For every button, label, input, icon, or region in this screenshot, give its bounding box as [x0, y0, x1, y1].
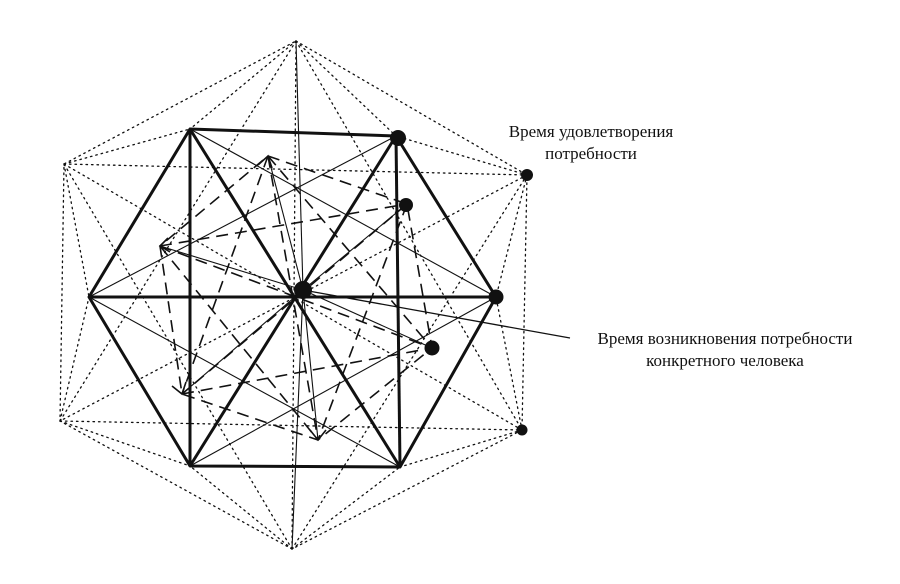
label-satisfaction-time: Время удовлетворения потребности	[478, 121, 704, 165]
thin-solid-spokes	[88, 40, 497, 550]
label-emergence-time: Время возникновения потребности конкретн…	[566, 328, 884, 372]
marker-dots	[294, 130, 533, 436]
label-emergence-line2: конкретного человека	[646, 351, 804, 370]
label-satisfaction-line1: Время удовлетворения	[508, 122, 674, 141]
label-emergence-line1: Время возникновения потребности	[597, 329, 853, 348]
label-satisfaction-line2: потребности	[545, 144, 637, 163]
emergence-pointer-line	[302, 289, 571, 339]
